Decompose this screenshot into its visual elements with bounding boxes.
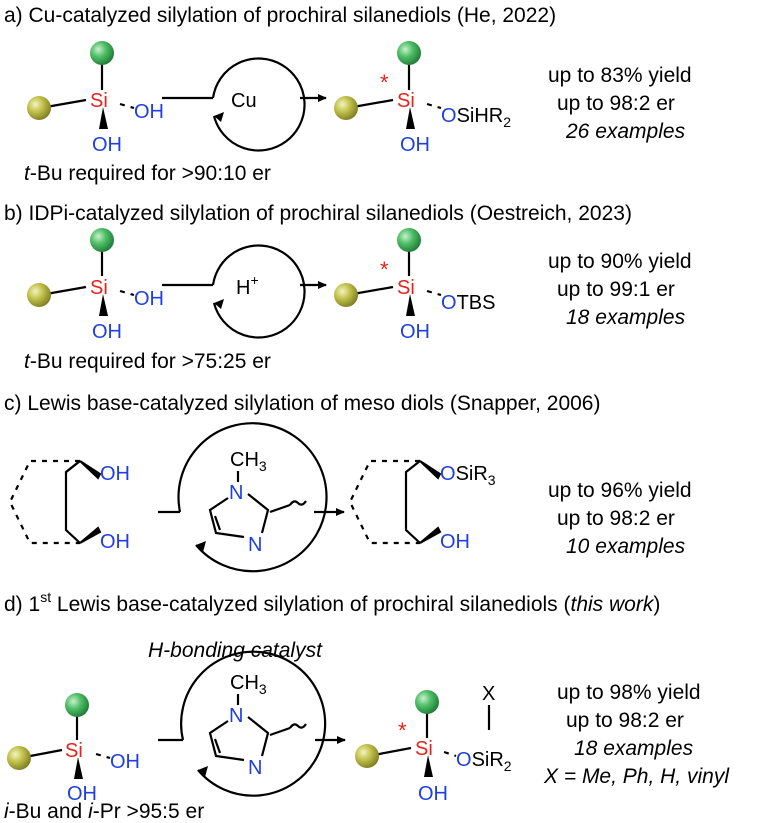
green-substituent-ball [65, 693, 89, 717]
imidazole-nitrogen: N [248, 757, 262, 779]
olive-substituent-ball [334, 96, 358, 120]
panel-b-catalytic-cycle: H+ [162, 244, 327, 339]
panel-c-er: up to 98:2 er [557, 507, 675, 530]
olive-substituent-ball [7, 746, 31, 770]
panel-d-er: up to 98:2 er [566, 709, 684, 732]
hydroxyl-bottom: OH [92, 134, 122, 156]
copper-catalyst: Cu [231, 90, 257, 112]
silyl-ether: OSiR2 [456, 749, 512, 774]
olive-substituent-ball [355, 744, 379, 768]
panel-a-yield: up to 83% yield [548, 64, 692, 87]
panel-c-catalytic-cycle: CH3 N N [158, 422, 345, 573]
panel-b-substrate: Si OH OH [27, 228, 164, 343]
silicon-atom: Si [397, 90, 415, 112]
panel-d-x-values: X = Me, Ph, H, vinyl [543, 765, 730, 788]
green-substituent-ball [90, 228, 114, 252]
panel-b-er: up to 99:1 er [557, 278, 675, 301]
silicon-atom: Si [90, 277, 108, 299]
acid-catalyst: H+ [236, 272, 259, 299]
panel-a-product: * Si OSiHR2 OH [334, 41, 511, 156]
silyl-ether: OSiHR2 [441, 105, 511, 130]
hydroxyl-bottom: OH [100, 531, 130, 553]
panel-c-examples: 10 examples [566, 535, 686, 558]
hydroxyl-bottom: OH [400, 321, 430, 343]
x-substituent: X [482, 683, 495, 705]
olive-substituent-ball [27, 96, 51, 120]
stereocenter-asterisk: * [380, 257, 389, 282]
silicon-atom: Si [397, 277, 415, 299]
olive-substituent-ball [334, 283, 358, 307]
methyl-group: CH3 [230, 449, 267, 474]
panel-c-product: OSiR3 OH [348, 459, 496, 553]
panel-a-er: up to 98:2 er [557, 92, 675, 115]
hydroxyl-bottom: OH [400, 134, 430, 156]
panel-a-catalytic-cycle: Cu [162, 57, 327, 152]
stereocenter-asterisk: * [398, 718, 407, 743]
silicon-atom: Si [90, 90, 108, 112]
hydroxyl-bottom: OH [67, 783, 97, 805]
panel-c-yield: up to 96% yield [548, 479, 692, 502]
green-substituent-ball [397, 228, 421, 252]
panel-d-note: i-Bu and i-Pr >95:5 er [4, 800, 204, 823]
catalyst-label: H-bonding catalyst [148, 639, 323, 662]
imidazole-nitrogen: N [248, 534, 262, 556]
green-substituent-ball [415, 690, 439, 714]
olive-substituent-ball [27, 283, 51, 307]
panel-b-header: b) IDPi-catalyzed silylation of prochira… [4, 202, 632, 225]
stereocenter-asterisk: * [380, 70, 389, 95]
panel-c-meso-diol: OH OH [8, 459, 130, 553]
hydroxyl-bottom: OH [92, 321, 122, 343]
panel-a-substrate: Si OH OH [27, 41, 164, 156]
panel-d-substrate: Si OH OH [7, 693, 140, 805]
silicon-atom: Si [65, 740, 83, 762]
hydroxyl-right: OH [134, 101, 164, 123]
silicon-atom: Si [415, 738, 433, 760]
panel-a-note: t-Bu required for >90:10 er [24, 162, 271, 185]
silyl-ether: OTBS [441, 292, 495, 314]
panel-c-header: c) Lewis base-catalyzed silylation of me… [4, 392, 600, 415]
panel-d-examples: 18 examples [574, 737, 694, 760]
panel-b-product: * Si OTBS OH [334, 228, 495, 343]
panel-d-catalytic-cycle: CH3 N N [158, 650, 346, 797]
methyl-group: CH3 [230, 672, 267, 697]
imidazole-nitrogen-methyl: N [229, 705, 243, 727]
panel-d-header: d) 1st Lewis base-catalyzed silylation o… [4, 589, 660, 616]
panel-a-examples: 26 examples [565, 120, 686, 143]
panel-b-yield: up to 90% yield [548, 250, 692, 273]
panel-b-note: t-Bu required for >75:25 er [24, 350, 271, 373]
green-substituent-ball [90, 41, 114, 65]
hydroxyl-right: OH [134, 288, 164, 310]
hydroxyl-bottom: OH [418, 783, 448, 805]
panel-b-examples: 18 examples [566, 306, 686, 329]
silyl-ether: OSiR3 [440, 463, 496, 488]
panel-d-yield: up to 98% yield [557, 681, 701, 704]
green-substituent-ball [397, 41, 421, 65]
hydroxyl-right: OH [110, 751, 140, 773]
imidazole-nitrogen-methyl: N [229, 482, 243, 504]
panel-d-product: * Si X OSiR2 OH [355, 683, 512, 805]
hydroxyl-top: OH [100, 463, 130, 485]
panel-a-header: a) Cu-catalyzed silylation of prochiral … [4, 4, 556, 27]
hydroxyl-bottom: OH [440, 531, 470, 553]
